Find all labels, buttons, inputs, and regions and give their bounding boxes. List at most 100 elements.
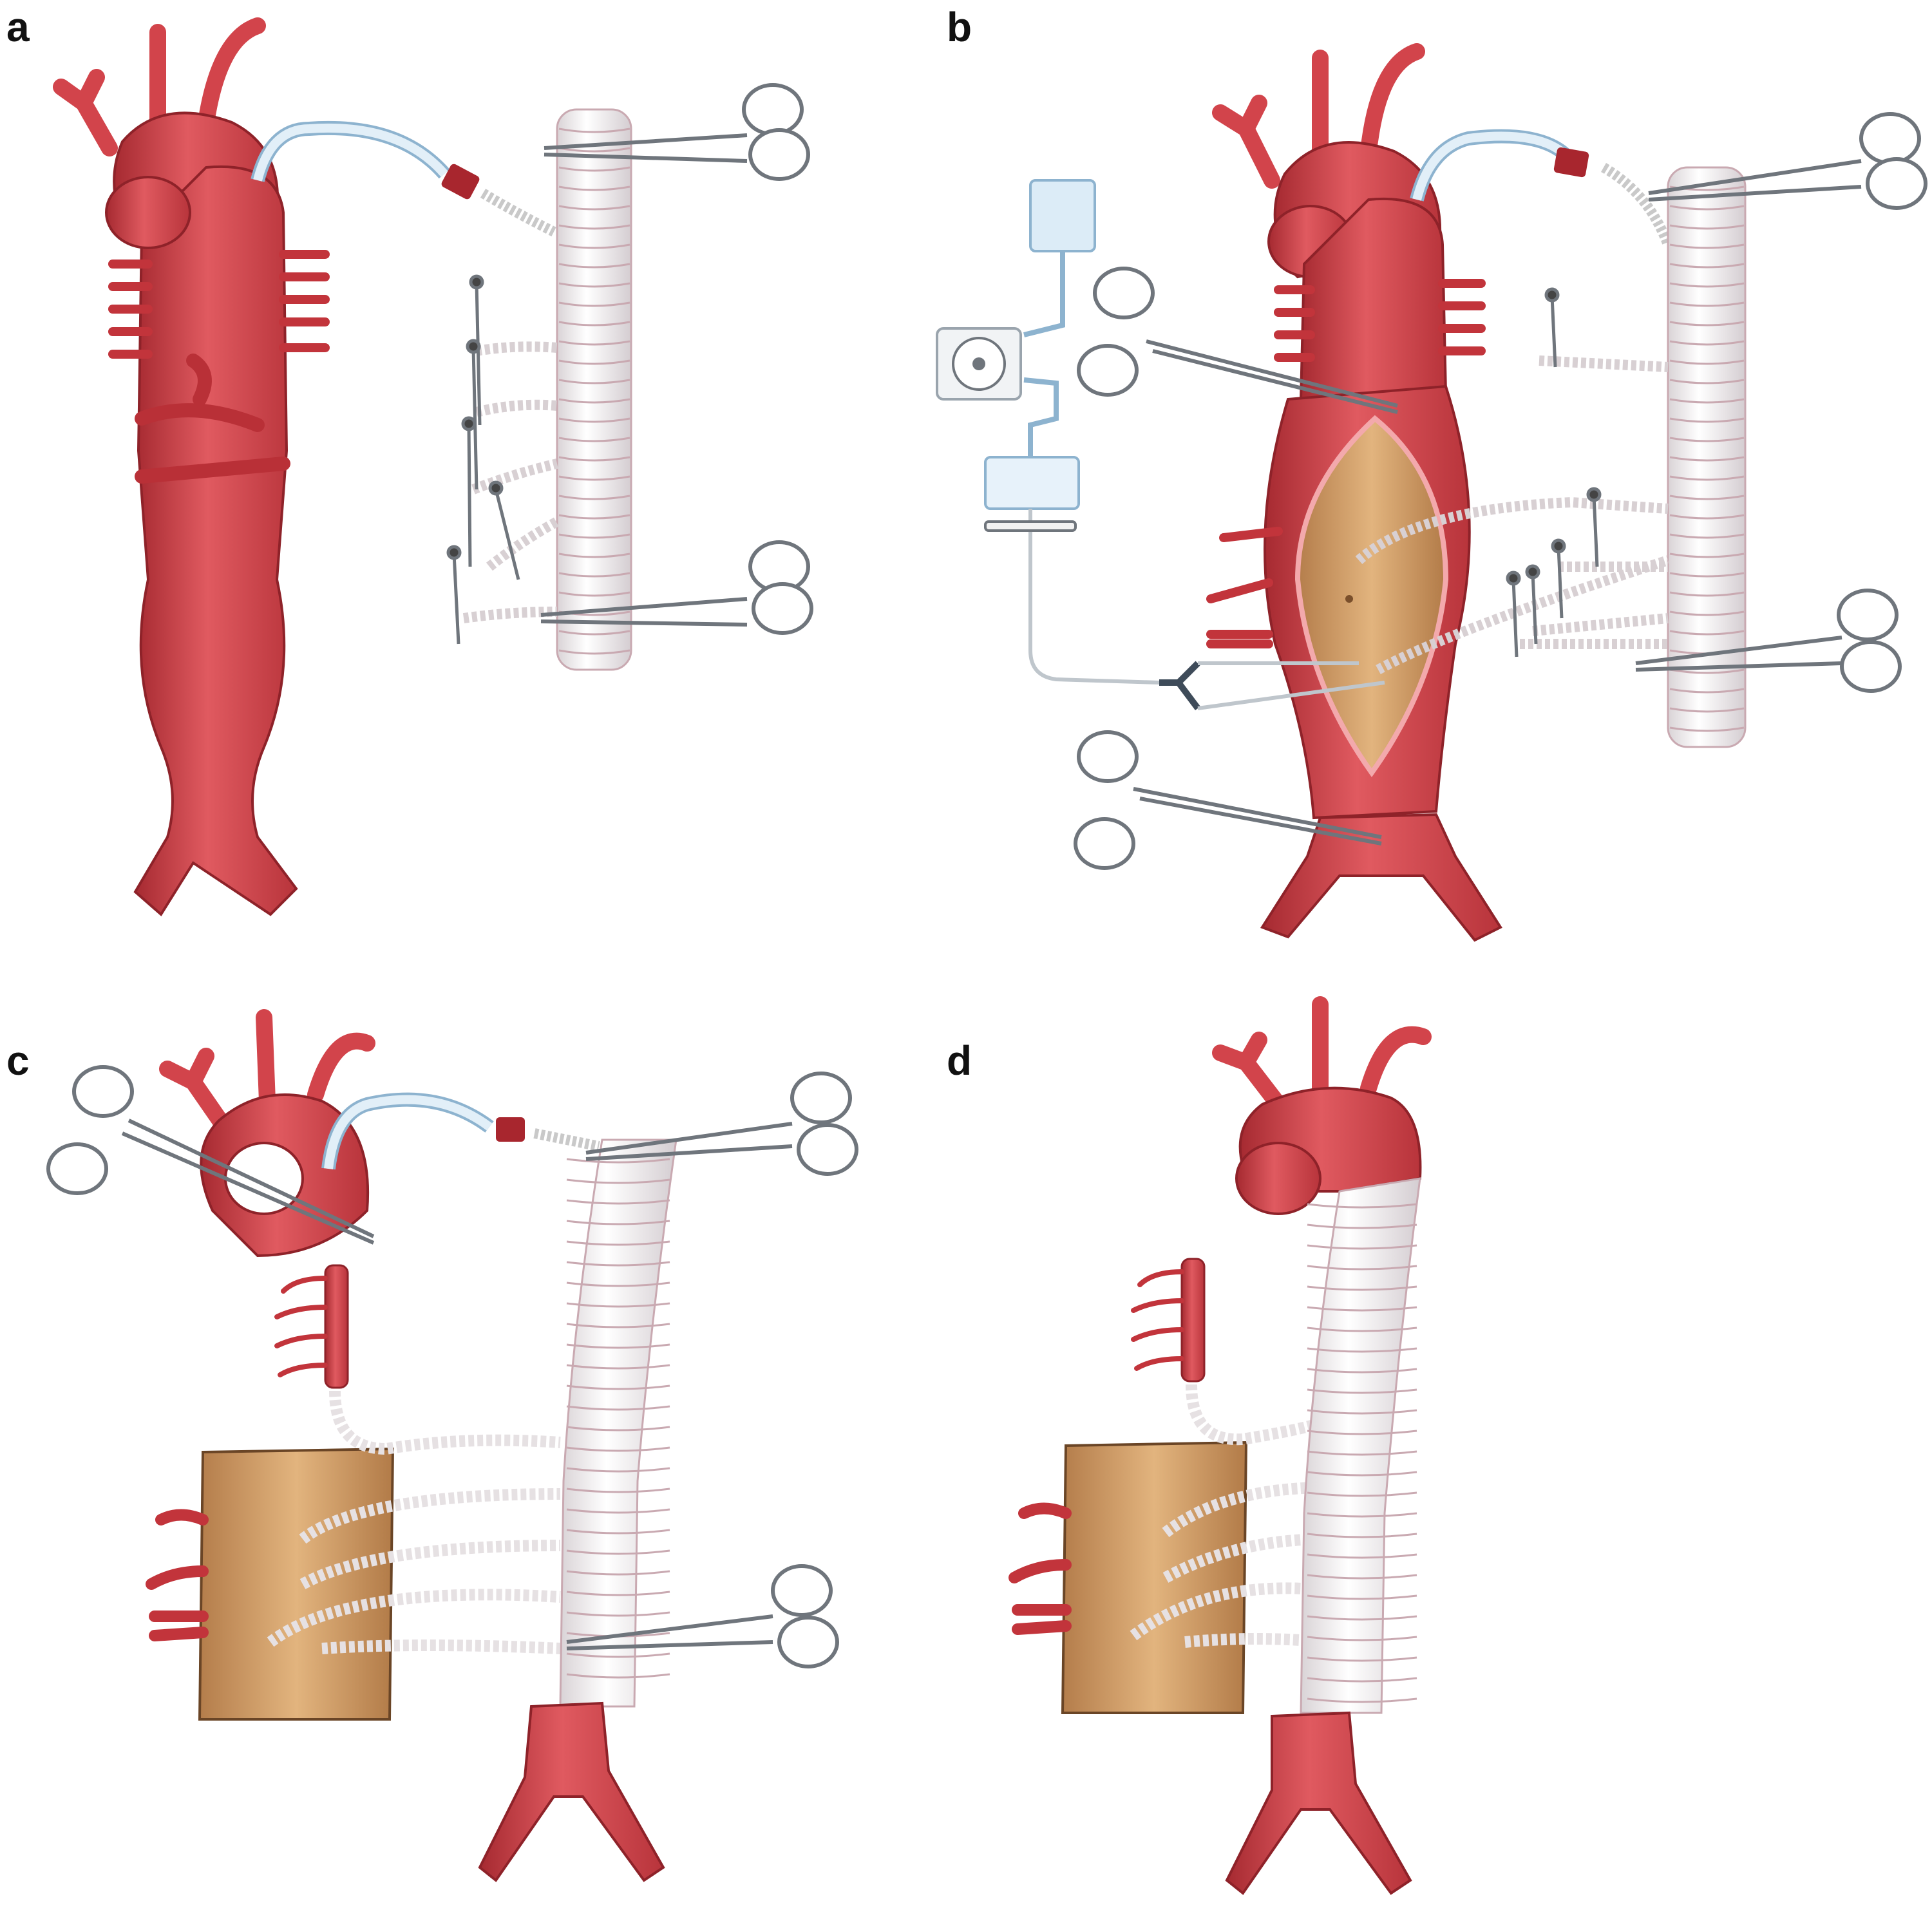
graft-ring bbox=[558, 553, 630, 558]
graft-ring bbox=[566, 1384, 670, 1390]
vascular-graft-icon bbox=[556, 108, 632, 671]
graft-ring bbox=[1307, 1203, 1417, 1209]
graft-ring bbox=[566, 1446, 670, 1452]
perfusion-pump-icon bbox=[936, 327, 1022, 401]
panel-label-d: d bbox=[947, 1037, 972, 1084]
panel-c bbox=[46, 1009, 858, 1882]
graft-ring bbox=[558, 205, 630, 211]
vascular-graft-icon bbox=[1300, 1177, 1421, 1714]
graft-ring bbox=[566, 1570, 670, 1576]
graft-ring bbox=[1669, 726, 1745, 732]
graft-ring bbox=[558, 166, 630, 172]
hemostat-clamp-icon bbox=[46, 1065, 375, 1245]
graft-ring bbox=[1669, 475, 1745, 481]
intercostal-patch bbox=[274, 1264, 349, 1389]
graft-ring bbox=[1307, 1656, 1417, 1662]
graft-ring bbox=[1669, 263, 1745, 269]
graft-ring bbox=[566, 1178, 670, 1184]
graft-ring bbox=[1307, 1574, 1417, 1580]
graft-ring bbox=[1669, 340, 1745, 346]
graft-ring bbox=[566, 1158, 670, 1164]
hemostat-clamp-icon bbox=[1648, 112, 1927, 210]
hemostat-clamp-icon bbox=[1635, 589, 1902, 693]
graft-ring bbox=[1669, 553, 1745, 558]
reservoir-bag-icon bbox=[1029, 179, 1096, 252]
graft-side-branches bbox=[267, 1390, 561, 1654]
graft-ring bbox=[1307, 1491, 1417, 1497]
vascular-graft-icon bbox=[559, 1138, 677, 1708]
vascular-graft-icon bbox=[1667, 166, 1747, 748]
graft-ring bbox=[566, 1302, 670, 1308]
panel-label-a: a bbox=[6, 4, 30, 50]
perfusion-cannula bbox=[1410, 129, 1673, 247]
tube-clamp bbox=[984, 520, 1077, 532]
graft-side-branches bbox=[462, 341, 560, 623]
graft-ring bbox=[566, 1488, 670, 1493]
graft-ring bbox=[558, 282, 630, 288]
graft-ring bbox=[1307, 1368, 1417, 1374]
graft-ring bbox=[1669, 398, 1745, 404]
graft-ring bbox=[558, 359, 630, 365]
graft-ring bbox=[558, 572, 630, 578]
graft-ring bbox=[1669, 591, 1745, 597]
graft-ring bbox=[558, 340, 630, 346]
small-clamps bbox=[446, 274, 520, 645]
hemostat-clamp-icon bbox=[1074, 730, 1382, 870]
graft-ring bbox=[558, 398, 630, 404]
graft-ring bbox=[566, 1220, 670, 1225]
graft-ring bbox=[1669, 437, 1745, 442]
graft-ring bbox=[558, 301, 630, 307]
intercostal-arteries bbox=[1206, 279, 1486, 648]
graft-ring bbox=[1307, 1347, 1417, 1353]
graft-ring bbox=[566, 1611, 670, 1617]
graft-ring bbox=[566, 1426, 670, 1431]
hemostat-clamp-icon bbox=[1077, 267, 1398, 414]
graft-ring bbox=[558, 437, 630, 442]
graft-ring bbox=[1669, 301, 1745, 307]
graft-ring bbox=[558, 263, 630, 269]
graft-ring bbox=[566, 1549, 670, 1555]
perfusion-cannula bbox=[251, 120, 556, 237]
oxygenator-icon bbox=[984, 456, 1080, 510]
graft-ring bbox=[558, 475, 630, 481]
graft-ring bbox=[1307, 1533, 1417, 1538]
y-connector bbox=[1159, 661, 1385, 710]
graft-ring bbox=[1307, 1285, 1417, 1291]
graft-ring bbox=[1307, 1388, 1417, 1394]
graft-ring bbox=[1669, 514, 1745, 520]
graft-side-branches bbox=[1355, 355, 1670, 675]
tissue-patch-icon bbox=[198, 1447, 395, 1721]
graft-ring bbox=[1307, 1409, 1417, 1415]
graft-ring bbox=[566, 1323, 670, 1328]
tissue-patch-icon bbox=[1061, 1440, 1248, 1714]
graft-ring bbox=[558, 514, 630, 520]
graft-ring bbox=[1307, 1615, 1417, 1621]
graft-ring bbox=[1307, 1553, 1417, 1559]
graft-ring bbox=[566, 1405, 670, 1411]
hemostat-clamp-icon bbox=[566, 1564, 839, 1668]
panel-label-b: b bbox=[947, 4, 972, 50]
iliac-bifurcation bbox=[1225, 1711, 1412, 1895]
graft-ring bbox=[1669, 630, 1745, 636]
panel-a bbox=[53, 17, 813, 917]
graft-ring bbox=[558, 243, 630, 249]
graft-ring bbox=[1669, 321, 1745, 326]
graft-ring bbox=[1669, 456, 1745, 462]
graft-ring bbox=[566, 1199, 670, 1205]
graft-ring bbox=[1669, 610, 1745, 616]
hemostat-clamp-icon bbox=[540, 540, 813, 635]
hemostat-clamp-icon bbox=[544, 83, 810, 181]
visceral-arteries bbox=[1009, 1502, 1072, 1635]
graft-ring bbox=[566, 1364, 670, 1370]
graft-ring bbox=[1307, 1636, 1417, 1641]
graft-ring bbox=[1307, 1471, 1417, 1477]
graft-ring bbox=[566, 1240, 670, 1246]
panel-label-c: c bbox=[6, 1037, 30, 1084]
graft-ring bbox=[1307, 1223, 1417, 1229]
graft-ring bbox=[558, 321, 630, 326]
graft-ring bbox=[566, 1343, 670, 1349]
graft-ring bbox=[558, 128, 630, 133]
graft-ring bbox=[566, 1261, 670, 1267]
graft-ring bbox=[558, 533, 630, 539]
graft-ring bbox=[566, 1281, 670, 1287]
